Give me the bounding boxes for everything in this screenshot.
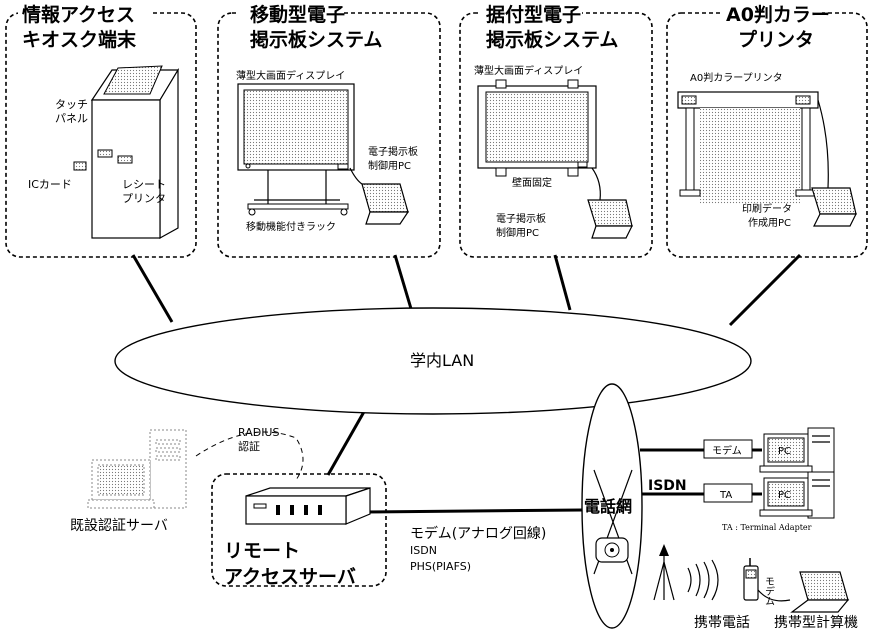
- modem-pc-label: PC: [778, 446, 791, 457]
- radius-auth-path: [195, 431, 304, 481]
- mobile-display: [237, 83, 355, 171]
- lan-label: 学内LAN: [410, 351, 474, 370]
- link-kiosk: [131, 254, 174, 323]
- campus-lan: [114, 307, 752, 415]
- mobile-display-label: 薄型大画面ディスプレイ: [236, 69, 345, 82]
- cellphone-cable: [757, 589, 791, 602]
- kiosk-touch-label1: タッチ: [55, 98, 88, 111]
- modem-box-label: モデム: [712, 444, 742, 457]
- radio-waves: [687, 559, 719, 601]
- fixed-title-line1: 据付型電子: [486, 3, 581, 26]
- cellphone-label: 携帯電話: [694, 614, 750, 631]
- mobile-pc-cable: [349, 167, 363, 185]
- link-fixed-board: [553, 254, 572, 311]
- ta-box-label: TA: [719, 490, 732, 501]
- cellphone-icon: [743, 558, 759, 601]
- link-modem-label: モデム(アナログ回線): [410, 525, 546, 542]
- kiosk-title-line2: キオスク端末: [22, 28, 137, 51]
- mobile-laptop: [361, 183, 410, 225]
- isdn-label: ISDN: [648, 478, 687, 494]
- modem-box: [703, 439, 753, 459]
- printer-pc-label2: 作成用PC: [748, 217, 791, 229]
- radius-label2: 認証: [238, 439, 260, 453]
- printer-name-label: A0判カラープリンタ: [690, 72, 783, 84]
- link-ras: [326, 409, 367, 476]
- kiosk-receipt-label2: プリンタ: [122, 192, 166, 205]
- printer-pc-label1: 印刷データ: [742, 202, 792, 215]
- ta-box: [703, 483, 753, 503]
- group-ras: [211, 473, 387, 587]
- lan-links: [131, 253, 802, 514]
- mobile-rack: [247, 170, 349, 216]
- phone-network-label: 電話網: [584, 497, 632, 516]
- fixed-wall-label: 壁面固定: [512, 176, 552, 189]
- link-mobile-board: [393, 254, 414, 313]
- fixed-laptop: [587, 199, 633, 239]
- radius-label1: RADIUS: [238, 426, 279, 439]
- group-fixed-board: [459, 12, 653, 258]
- ic-card-icon: [73, 161, 87, 171]
- printer-laptop: [811, 187, 857, 227]
- printer-pc-cable: [817, 99, 829, 189]
- fixed-pc-label2: 制御用PC: [496, 226, 539, 239]
- fixed-pc-cable: [591, 167, 601, 201]
- auth-server: [87, 429, 187, 509]
- auth-server-label: 既設認証サーバ: [70, 518, 168, 534]
- ras-title-line1: リモート: [224, 540, 300, 562]
- telephone-icon: [595, 537, 629, 563]
- ta-client-pc: [759, 471, 835, 519]
- kiosk-receipt-label1: レシート: [122, 178, 166, 191]
- kiosk-iccard-label: ICカード: [28, 178, 72, 191]
- mobile-pc-label2: 制御用PC: [368, 159, 411, 172]
- mobile-title-line2: 掲示板システム: [250, 28, 382, 51]
- mobile-title-line1: 移動型電子: [250, 3, 345, 26]
- printer-title-line1: A0判カラー: [726, 4, 830, 26]
- kiosk-title-line1: 情報アクセス: [22, 3, 135, 26]
- modem-client-pc: [759, 427, 835, 475]
- fixed-pc-label1: 電子掲示板: [496, 212, 546, 225]
- touch-panel: [103, 65, 163, 95]
- laptop-label: 携帯型計算機: [774, 615, 858, 631]
- fixed-title-line2: 掲示板システム: [486, 28, 618, 51]
- ta-note: TA : Terminal Adapter: [722, 523, 812, 532]
- group-mobile-board: [217, 12, 441, 258]
- mobile-pc-label1: 電子掲示板: [368, 145, 418, 158]
- link-phs-label: PHS(PIAFS): [410, 560, 471, 573]
- fixed-display-label: 薄型大画面ディスプレイ: [474, 64, 583, 77]
- antenna-icon: [653, 544, 675, 601]
- a0-printer: [677, 91, 819, 204]
- printer-title-line2: プリンタ: [738, 28, 814, 51]
- portable-computer: [790, 571, 850, 613]
- fixed-display: [477, 79, 597, 177]
- mobile-modem-label: モデム: [763, 576, 775, 606]
- link-printer: [728, 253, 802, 327]
- link-isdn-label: ISDN: [410, 544, 437, 557]
- ta-pc-label: PC: [778, 490, 791, 501]
- kiosk-touch-label2: パネル: [55, 112, 88, 125]
- mobile-rack-label: 移動機能付きラック: [246, 220, 336, 233]
- kiosk-terminal: [73, 65, 180, 240]
- ras-title-line2: アクセスサーバ: [224, 566, 356, 588]
- link-ras-phone: [364, 508, 583, 514]
- remote-access-server: [245, 487, 371, 525]
